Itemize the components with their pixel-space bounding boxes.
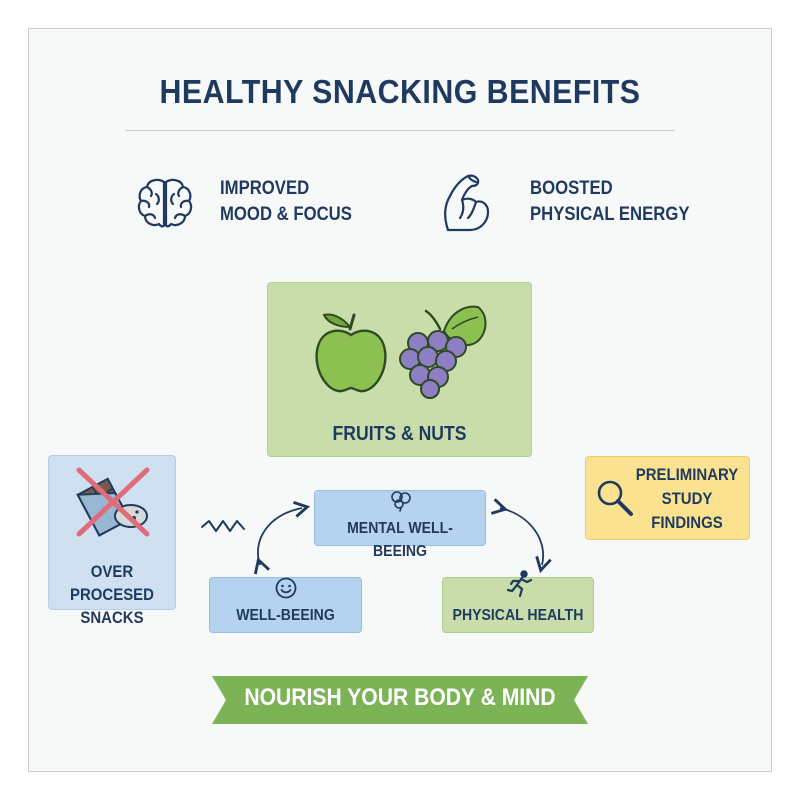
brain-icon [137,178,193,228]
mental-wellbeing-box: MENTAL WELL-BEEING [314,490,486,560]
wellbeing-box: WELL-BEEING [209,577,362,633]
study-line2: STUDY [661,489,713,508]
physical-health-label: PHYSICAL HEALTH [452,607,584,624]
magnifier-icon [597,480,633,516]
fruits-nuts-box: FRUITS & NUTS [267,282,532,457]
study-line1: PRELIMINARY [635,465,739,484]
study-findings-box: PRELIMINARY STUDY FINDINGS [585,456,750,540]
benefit-physical-energy: BOOSTED PHYSICAL ENERGY [530,176,690,228]
grapes-icon [399,305,487,399]
processed-snacks-label: OVER PROCESED SNACKS [57,560,168,629]
banner-text: NOURISH YOUR BODY & MIND [244,684,556,711]
processed-snacks-line2: SNACKS [80,608,144,627]
benefit-energy-line1: BOOSTED [530,178,613,199]
mental-brain-icon [391,491,411,512]
zigzag-connector [201,520,245,532]
benefit-mood-line2: MOOD & FOCUS [220,204,352,225]
smiley-icon [275,577,297,599]
crossed-out-candy-bar-icon [76,467,150,537]
benefit-mood-line1: IMPROVED [220,178,310,199]
processed-snacks-line1: OVER PROCESED [70,562,154,604]
study-line3: FINDINGS [651,513,723,532]
benefit-energy-line2: PHYSICAL ENERGY [530,204,690,225]
title-divider [125,130,675,131]
processed-snacks-box: OVER PROCESED SNACKS [48,455,176,627]
wellbeing-label: WELL-BEEING [236,607,335,624]
banner-ribbon [212,676,588,724]
fruits-nuts-label: FRUITS & NUTS [332,423,467,445]
benefit-mood-focus: IMPROVED MOOD & FOCUS [220,176,352,228]
mental-wellbeing-label: MENTAL WELL-BEEING [347,520,453,560]
physical-health-box: PHYSICAL HEALTH [442,570,594,633]
runner-icon [506,570,533,598]
page-title: HEALTHY SNACKING BENEFITS [159,73,641,110]
apple-icon [315,313,387,393]
study-findings-label: PRELIMINARY STUDY FINDINGS [632,463,743,535]
flexed-arm-icon [444,174,490,232]
